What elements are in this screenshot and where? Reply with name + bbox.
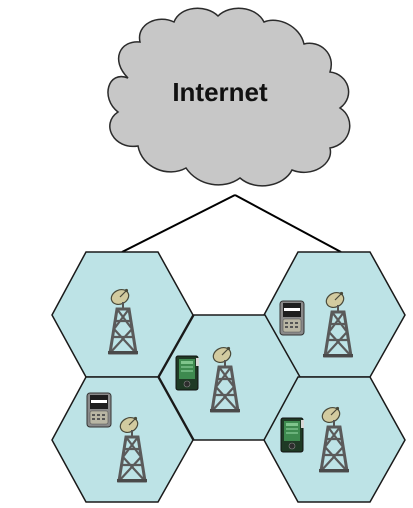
- internet-cloud: Internet: [107, 7, 351, 187]
- cellular-cells: [51, 251, 406, 503]
- network-links: [121, 194, 342, 253]
- pda-device-icon: [86, 392, 112, 428]
- phone-device-icon: [280, 417, 305, 453]
- internet-label: Internet: [172, 77, 268, 107]
- link-to-right-cell: [234, 194, 342, 253]
- cloud-shape: [107, 7, 351, 187]
- link-to-left-cell: [121, 194, 236, 253]
- phone-device-icon: [175, 355, 200, 391]
- pda-device-icon: [279, 300, 305, 336]
